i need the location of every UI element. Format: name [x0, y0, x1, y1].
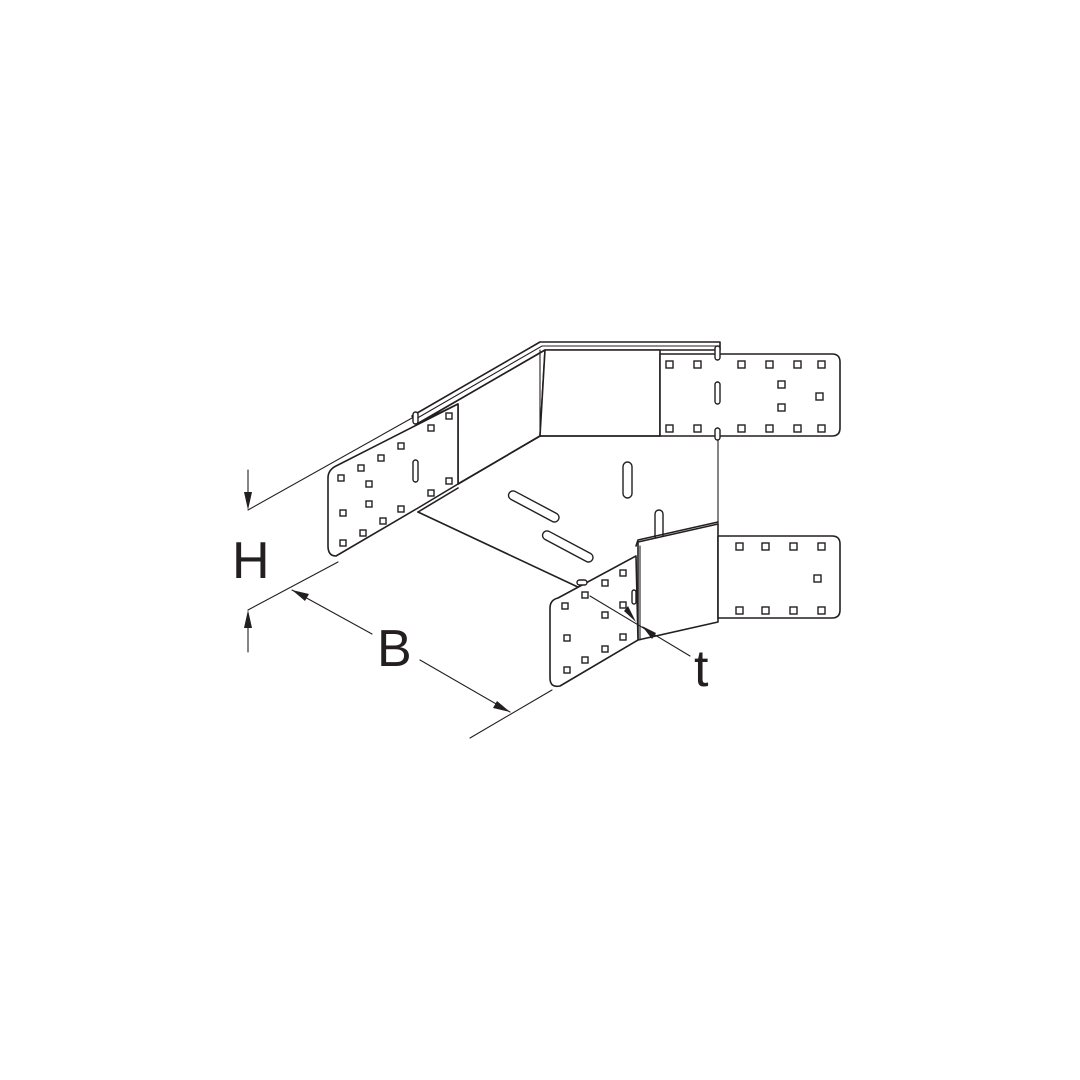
tray-floor	[417, 435, 719, 589]
height-label: H	[232, 532, 270, 590]
floor-slot	[622, 461, 633, 499]
dimension-thickness: t	[589, 595, 709, 698]
thickness-label: t	[694, 640, 709, 698]
width-label: B	[377, 620, 412, 678]
left-front-connector-plate	[549, 555, 639, 688]
front-side-wall	[635, 521, 719, 641]
floor-slot	[541, 530, 594, 563]
back-side-wall	[411, 341, 721, 485]
dimension-width: B	[291, 589, 553, 739]
dimension-height: H	[232, 417, 413, 653]
right-top-connector-plate	[659, 345, 841, 441]
left-back-connector-plate	[327, 403, 459, 557]
right-bottom-connector-plate	[717, 535, 841, 619]
floor-slot	[507, 490, 560, 523]
